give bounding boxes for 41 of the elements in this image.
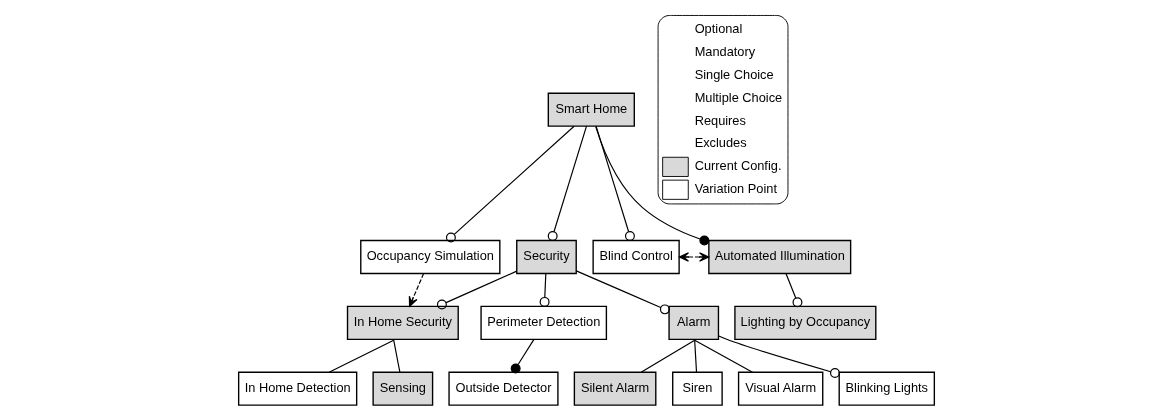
connector <box>594 125 709 246</box>
node-box: Security <box>515 239 577 275</box>
connector <box>445 125 575 243</box>
connector <box>575 270 670 315</box>
node-box: Occupancy Simulation <box>359 239 500 275</box>
node-box: Alarm <box>667 305 719 340</box>
arrow <box>408 273 424 307</box>
connector <box>785 273 802 308</box>
connector <box>595 125 635 241</box>
node-box: Sensing <box>371 371 433 406</box>
connector <box>510 339 534 374</box>
connector <box>640 339 695 373</box>
node-box: Outside Detector <box>447 371 559 406</box>
connector <box>693 339 753 373</box>
connector <box>693 339 697 373</box>
connector <box>392 339 400 373</box>
legend-label: Current Config. <box>694 158 781 174</box>
connector <box>547 125 587 241</box>
arrow <box>678 252 709 262</box>
legend-label: Variation Point <box>694 181 777 197</box>
node-box: Silent Alarm <box>573 371 656 406</box>
node-box: Siren <box>671 371 723 406</box>
node-box: Visual Alarm <box>737 371 823 406</box>
connector <box>436 270 517 310</box>
node-box: In Home Detection <box>237 371 357 406</box>
node-box: Perimeter Detection <box>479 305 607 340</box>
legend-label: Multiple Choice <box>694 89 782 105</box>
node-box: Blind Control <box>591 239 680 275</box>
node-box: Blinking Lights <box>838 371 935 406</box>
connector <box>717 335 840 378</box>
legend-label: Mandatory <box>694 43 755 59</box>
node-box: In Home Security <box>346 305 459 340</box>
connector <box>539 273 550 307</box>
connector <box>328 339 394 373</box>
node-box: Automated Illumination <box>707 239 851 275</box>
legend-label: Requires <box>694 112 746 128</box>
node-box: Smart Home <box>547 92 635 127</box>
legend-label: Optional <box>694 21 742 37</box>
legend-label: Excludes <box>694 135 747 151</box>
node-box: Lighting by Occupancy <box>733 305 876 340</box>
legend-label: Single Choice <box>694 66 774 82</box>
